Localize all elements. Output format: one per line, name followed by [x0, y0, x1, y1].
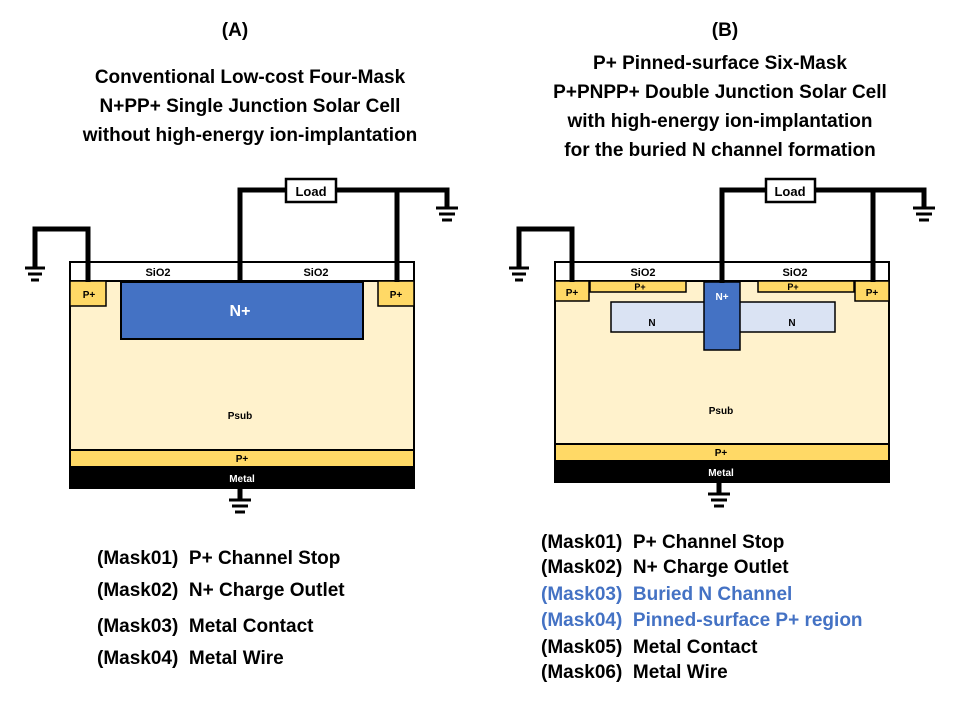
panel-b-sio2-right-label: SiO2: [782, 267, 807, 279]
panel-b-p-plus-left-label: P+: [566, 288, 579, 299]
mask-name: Metal Wire: [188, 648, 284, 669]
panel-b-title-line-3: with high-energy ion-implantation: [567, 111, 873, 132]
mask-name: Buried N Channel: [632, 584, 793, 605]
panel-b-mask-item: (Mask01) P+ Channel Stop: [541, 532, 784, 554]
mask-name: P+ Channel Stop: [188, 548, 341, 569]
panel-b-sio2-left-label: SiO2: [630, 267, 655, 279]
mask-code: (Mask03): [97, 616, 179, 637]
mask-name: Pinned-surface P+ region: [632, 610, 863, 631]
mask-code: (Mask06): [541, 662, 623, 683]
mask-code: (Mask01): [97, 548, 179, 569]
mask-code: (Mask04): [541, 610, 623, 631]
panel-a-ground-wire-right: [397, 187, 450, 208]
panel-a-n-plus-region: [120, 281, 364, 340]
panel-b-mask-item: (Mask02) N+ Charge Outlet: [541, 557, 789, 579]
panel-a-mask-item: (Mask04) Metal Wire: [97, 648, 284, 670]
mask-code: (Mask01): [541, 532, 623, 553]
panel-b-n-plus-wire: [719, 187, 766, 283]
panel-a-sio2-left-label: SiO2: [145, 267, 170, 279]
mask-name: Metal Contact: [188, 616, 314, 637]
mask-code: (Mask04): [97, 648, 179, 669]
mask-name: N+ Charge Outlet: [188, 580, 345, 601]
panel-b-psub-label: Psub: [709, 406, 733, 417]
panel-b-load-box: [764, 177, 817, 204]
panel-b-mask-item: (Mask05) Metal Contact: [541, 637, 757, 659]
panel-b-title-line-1: P+ Pinned-surface Six-Mask: [593, 53, 847, 74]
panel-b-p-plus-bottom-label: P+: [715, 448, 728, 459]
ground-icon: [229, 498, 251, 514]
panel-a-load-label: Load: [295, 184, 326, 199]
panel-a-wires: [32, 187, 450, 500]
mask-name: Metal Contact: [632, 637, 758, 658]
panel-a-title-line-1: Conventional Low-cost Four-Mask: [94, 67, 406, 88]
panel-a-title: Conventional Low-cost Four-Mask N+PP+ Si…: [30, 63, 470, 150]
panel-b-metal-layer: [554, 460, 890, 483]
panel-b-mask-item-highlight: (Mask04) Pinned-surface P+ region: [541, 610, 863, 632]
panel-b-title: P+ Pinned-surface Six-Mask P+PNPP+ Doubl…: [500, 49, 940, 165]
panel-b-title-line-2: P+PNPP+ Double Junction Solar Cell: [553, 82, 887, 103]
panel-b-metal-label: Metal: [708, 468, 734, 479]
panel-b-n-plus-region: [703, 281, 741, 351]
mask-code: (Mask02): [541, 557, 623, 578]
panel-b-title-line-4: for the buried N channel formation: [564, 140, 876, 161]
panel-b-wires: [516, 187, 927, 494]
mask-code: (Mask03): [541, 584, 623, 605]
panel-b-n-left-label: N: [648, 318, 655, 329]
panel-a-mask-item: (Mask01) P+ Channel Stop: [97, 548, 340, 570]
panel-a-title-line-3: without high-energy ion-implantation: [82, 125, 418, 146]
mask-code: (Mask02): [97, 580, 179, 601]
panel-a-ground-wire-left: [32, 226, 91, 282]
panel-a-mask-item: (Mask02) N+ Charge Outlet: [97, 580, 345, 602]
panel-a-load-box: [284, 177, 338, 204]
panel-b-pinned-p-plus-left-label: P+: [634, 282, 645, 292]
panel-a-diagram: Load SiO2 SiO2 P+ P+ N+ Psub P+ Metal: [25, 177, 458, 514]
panel-b-pinned-p-plus-right-label: P+: [787, 282, 798, 292]
panel-a-p-plus-bottom-label: P+: [236, 454, 249, 465]
panel-b-pinned-p-plus-right: [757, 280, 855, 293]
ground-icon: [913, 206, 935, 222]
panel-b-label: (B): [711, 20, 739, 41]
ground-icon: [25, 266, 45, 282]
panel-a-n-plus-label: N+: [230, 303, 251, 320]
panel-b-load-label: Load: [774, 184, 805, 199]
ground-icon: [436, 206, 458, 222]
mask-name: N+ Charge Outlet: [632, 557, 789, 578]
mask-name: P+ Channel Stop: [632, 532, 785, 553]
mask-code: (Mask05): [541, 637, 623, 658]
ground-icon: [509, 266, 529, 282]
panel-a-n-plus-wire: [237, 187, 286, 283]
panel-a-p-plus-right-label: P+: [390, 290, 403, 301]
mask-name: Metal Wire: [632, 662, 728, 683]
panel-b-mask-item-highlight: (Mask03) Buried N Channel: [541, 584, 792, 606]
panel-b-n-plus-label: N+: [715, 292, 728, 303]
panel-a-title-line-2: N+PP+ Single Junction Solar Cell: [99, 96, 401, 117]
panel-b-p-plus-right-label: P+: [866, 288, 879, 299]
panel-a-mask-item: (Mask03) Metal Contact: [97, 616, 313, 638]
panel-a-sio2-right-label: SiO2: [303, 267, 328, 279]
panel-a-p-plus-left-label: P+: [83, 290, 96, 301]
panel-a-metal-label: Metal: [229, 474, 255, 485]
ground-icon: [708, 492, 730, 508]
panel-b-n-right-label: N: [788, 318, 795, 329]
panel-b-ground-wire-left: [516, 226, 575, 282]
panel-b-diagram: Load SiO2 SiO2 P+ P+ P+ P+ N+ N N Psub P…: [509, 177, 935, 508]
panel-b-mask-item: (Mask06) Metal Wire: [541, 662, 728, 684]
panel-a-psub-label: Psub: [228, 411, 252, 422]
panel-a-label: (A): [221, 20, 249, 41]
panel-b-ground-wire-right: [873, 187, 927, 208]
panel-b-pinned-p-plus-left: [589, 280, 687, 293]
